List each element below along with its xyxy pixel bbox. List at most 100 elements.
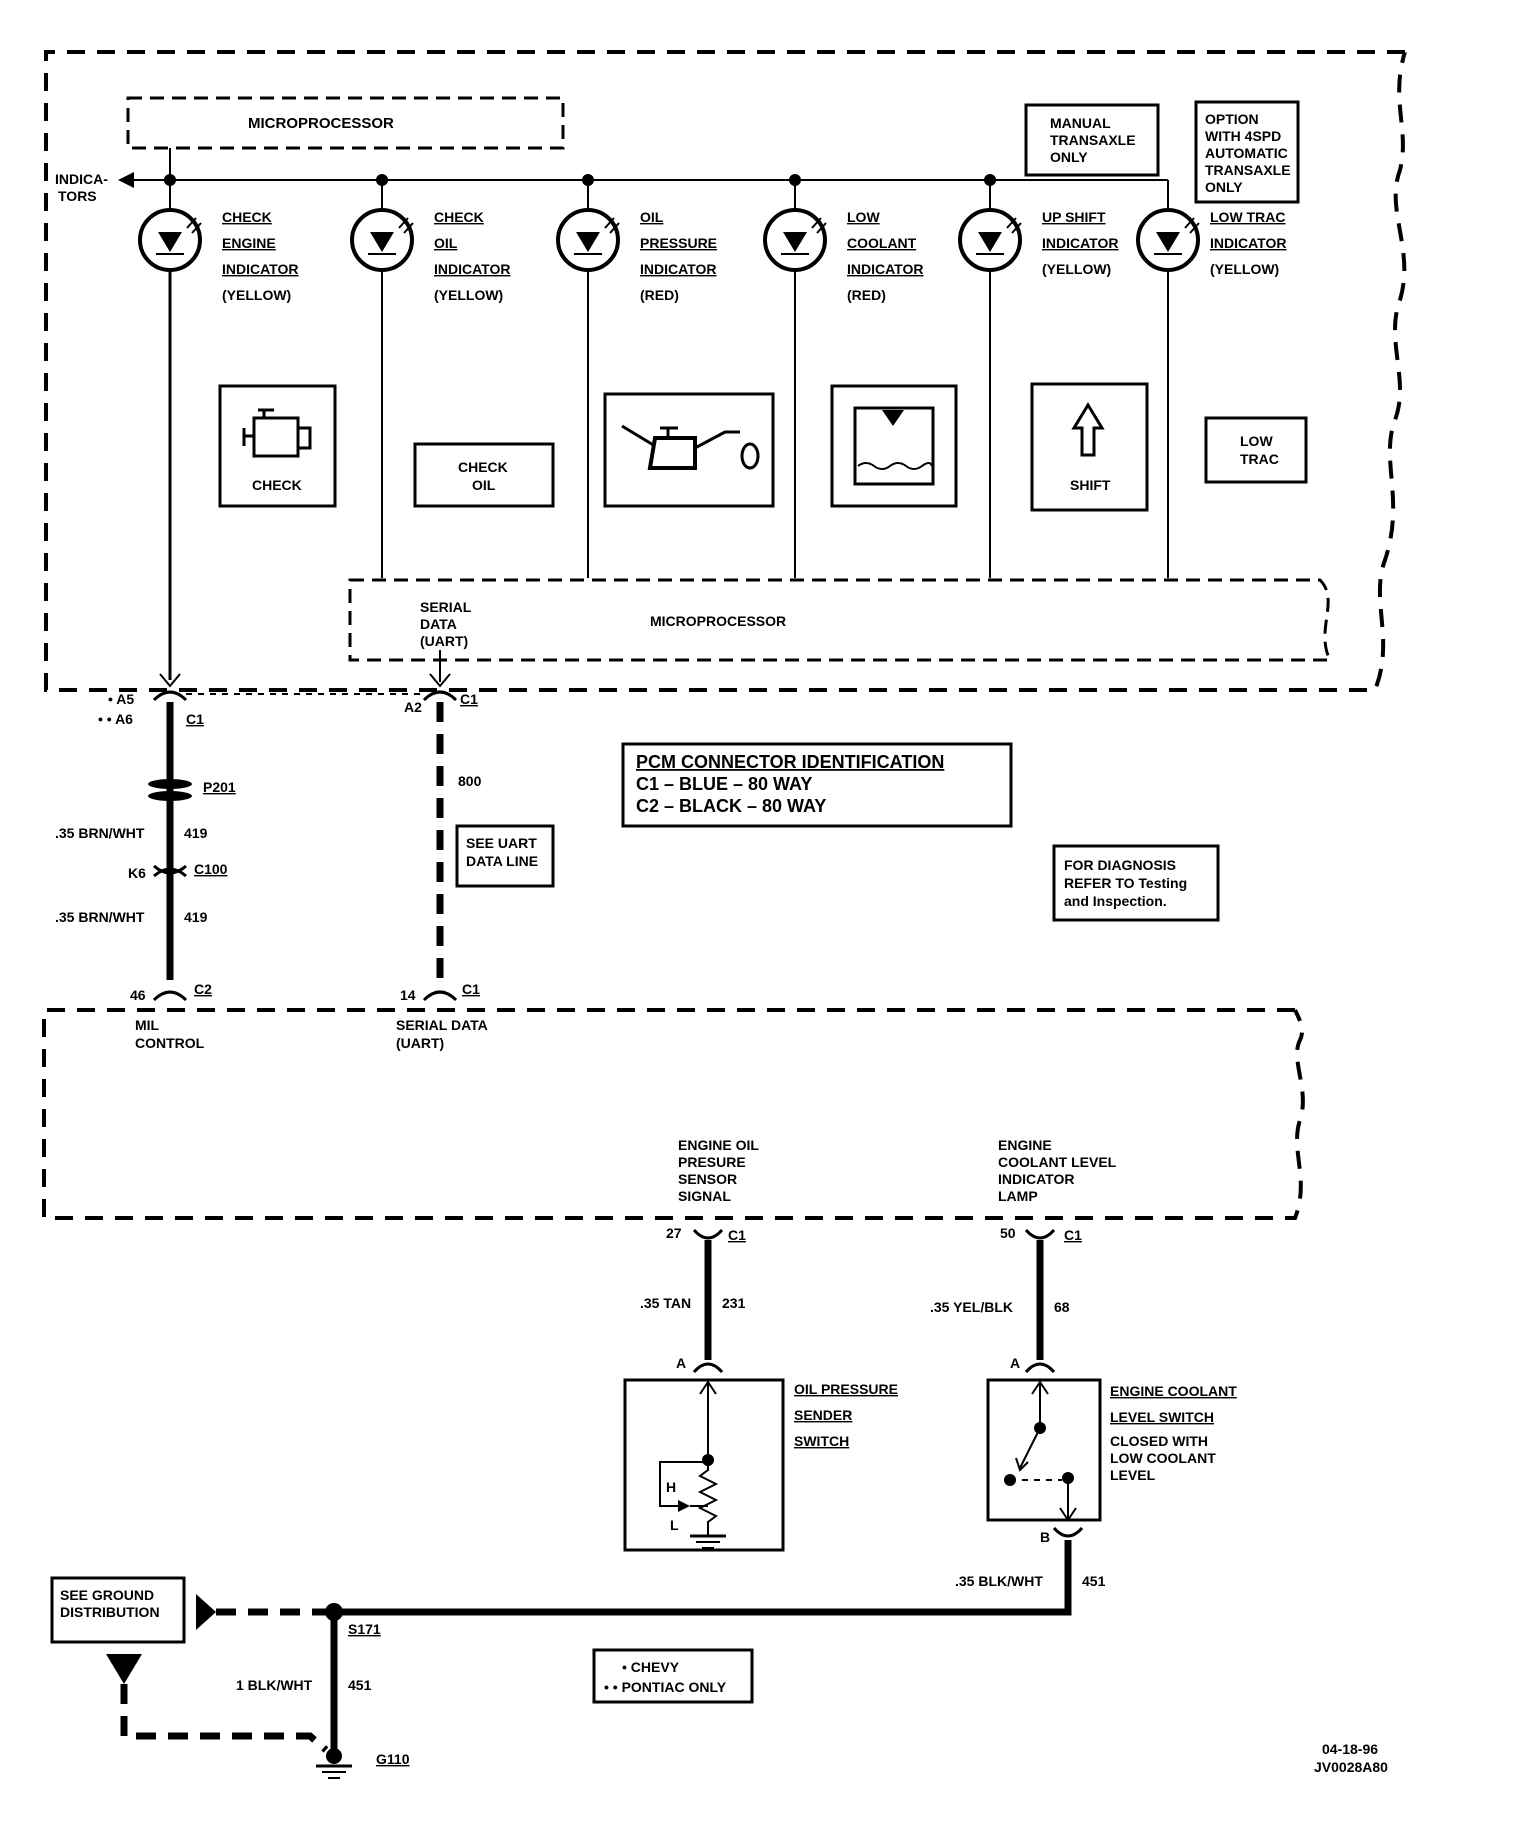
- svg-text:451: 451: [348, 1677, 372, 1693]
- svg-text:50: 50: [1000, 1225, 1016, 1241]
- svg-text:SEE GROUND DISTRIBUTION: SEE GROUND DISTRIBUTION: [60, 1587, 160, 1620]
- svg-text:419: 419: [184, 825, 208, 841]
- svg-text:OIL: OIL: [640, 209, 664, 225]
- svg-text:C2: C2: [194, 981, 212, 997]
- svg-text:K6: K6: [128, 865, 146, 881]
- serial-data-uart-label: SERIAL DATA (UART): [420, 599, 475, 649]
- svg-text:LOW TRAC: LOW TRAC: [1210, 209, 1285, 225]
- svg-text:LEVEL SWITCH: LEVEL SWITCH: [1110, 1409, 1214, 1425]
- svg-text:27: 27: [666, 1225, 682, 1241]
- svg-text:COOLANT: COOLANT: [847, 235, 917, 251]
- svg-text:A: A: [1010, 1355, 1020, 1371]
- svg-text:(RED): (RED): [847, 287, 886, 303]
- see-uart-note: [455, 824, 555, 888]
- svg-text:.35 YEL/BLK: .35 YEL/BLK: [930, 1299, 1013, 1315]
- low-trac-symbol: LOW TRAC: [1204, 416, 1308, 484]
- svg-text:INDICATOR: INDICATOR: [434, 261, 510, 277]
- see-ground-distribution-note: [50, 1576, 186, 1644]
- check-engine-symbol: CHECK: [218, 384, 337, 508]
- svg-text:C1: C1: [728, 1227, 746, 1243]
- svg-text:CHECK: CHECK: [458, 459, 508, 475]
- svg-text:CHECK: CHECK: [434, 209, 484, 225]
- svg-text:LOW COOLANT: LOW COOLANT: [1110, 1450, 1216, 1466]
- svg-text:TRAC: TRAC: [1240, 451, 1279, 467]
- pcm-boundary: [42, 1008, 1305, 1220]
- svg-text:MANUAL TRANSAXLE ONLY: MANUAL TRANSAXLE ONLY: [1050, 115, 1139, 165]
- svg-text:G110: G110: [376, 1751, 410, 1767]
- svg-text:INDICATOR: INDICATOR: [847, 261, 923, 277]
- oil-pressure-sender-switch: H L: [623, 1378, 785, 1552]
- svg-text:C1: C1: [460, 691, 478, 707]
- lamp-oil-pressure: OIL PRESSURE INDICATOR (RED): [556, 180, 717, 578]
- svg-text:451: 451: [1082, 1573, 1106, 1589]
- svg-text:CHECK: CHECK: [222, 209, 272, 225]
- svg-text:.35 BLK/WHT: .35 BLK/WHT: [955, 1573, 1043, 1589]
- svg-text:• A5: • A5: [108, 691, 134, 707]
- svg-text:A: A: [676, 1355, 686, 1371]
- svg-text:S171: S171: [348, 1621, 381, 1637]
- svg-text:(RED): (RED): [640, 287, 679, 303]
- svg-text:C1 – BLUE – 80 WAY: C1 – BLUE – 80 WAY: [636, 774, 812, 794]
- svg-text:LEVEL: LEVEL: [1110, 1467, 1156, 1483]
- svg-text:SHIFT: SHIFT: [1070, 477, 1111, 493]
- svg-text:OIL: OIL: [472, 477, 496, 493]
- svg-text:OIL PRESSURE: OIL PRESSURE: [794, 1381, 898, 1397]
- svg-text:L: L: [670, 1517, 679, 1533]
- svg-text:SENDER: SENDER: [794, 1407, 852, 1423]
- svg-text:(YELLOW): (YELLOW): [1042, 261, 1111, 277]
- svg-text:INDICATOR: INDICATOR: [1210, 235, 1286, 251]
- up-arrow-icon: [1071, 402, 1105, 457]
- p201-connector: [148, 779, 192, 801]
- microprocessor-bottom-box: [348, 578, 1333, 662]
- svg-text:OPTION WITH 4SPD AUTOM: OPTION WITH 4SPD AUTOMATIC TRANSAXLE ONL…: [1205, 111, 1294, 195]
- svg-text:CHECK: CHECK: [252, 477, 302, 493]
- svg-text:• CHEVY • • PONTIAC ONLY: • CHEVY • • PONTIAC ONLY: [604, 1659, 727, 1695]
- coolant-symbol: [830, 384, 958, 508]
- legend-box: [592, 1648, 754, 1704]
- svg-text:CLOSED WITH: CLOSED WITH: [1110, 1433, 1208, 1449]
- lamp-check-oil: CHECK OIL INDICATOR (YELLOW): [350, 180, 510, 578]
- svg-text:UP SHIFT: UP SHIFT: [1042, 209, 1106, 225]
- coolant-level-icon: [853, 406, 935, 486]
- svg-text:LOW: LOW: [847, 209, 880, 225]
- svg-text:ENGINE: ENGINE: [222, 235, 276, 251]
- option-4spd-note: [1194, 100, 1300, 204]
- oil-can-icon: [621, 424, 760, 470]
- svg-text:• • A6: • • A6: [98, 711, 133, 727]
- svg-text:(YELLOW): (YELLOW): [434, 287, 503, 303]
- check-oil-symbol: CHECK OIL: [413, 442, 555, 508]
- svg-text:231: 231: [722, 1295, 746, 1311]
- svg-text:MIL CONTROL: MIL CONTROL: [135, 1017, 205, 1051]
- document-code: 04-18-96 JV0028A80: [1314, 1741, 1388, 1775]
- svg-text:H: H: [666, 1479, 676, 1495]
- svg-text:.35 BRN/WHT: .35 BRN/WHT: [55, 909, 145, 925]
- svg-text:P201: P201: [203, 779, 236, 795]
- g110-ground: [316, 1748, 352, 1779]
- svg-text:ENGINE COOLANT: ENGINE COOLANT: [1110, 1383, 1237, 1399]
- pcm-connector-identification: PCM CONNECTOR IDENTIFICATION C1 – BLUE –…: [621, 742, 1013, 828]
- indicators-arrow: [118, 172, 134, 188]
- svg-text:.35 BRN/WHT: .35 BRN/WHT: [55, 825, 145, 841]
- svg-text:C1: C1: [462, 981, 480, 997]
- svg-text:C100: C100: [194, 861, 228, 877]
- svg-text:INDICATOR: INDICATOR: [640, 261, 716, 277]
- svg-text:C1: C1: [1064, 1227, 1082, 1243]
- svg-text:(YELLOW): (YELLOW): [1210, 261, 1279, 277]
- cluster-boundary: [44, 50, 1407, 692]
- svg-text:(YELLOW): (YELLOW): [222, 287, 291, 303]
- lamp-low-coolant: LOW COOLANT INDICATOR (RED): [763, 180, 923, 578]
- svg-text:INDICATOR: INDICATOR: [222, 261, 298, 277]
- shift-symbol: SHIFT: [1030, 382, 1149, 512]
- svg-text:B: B: [1040, 1529, 1050, 1545]
- svg-text:FOR DIAGNOSIS REFER TO Tes: FOR DIAGNOSIS REFER TO Testing and Inspe…: [1064, 857, 1191, 909]
- svg-text:C2 – BLACK – 80 WAY: C2 – BLACK – 80 WAY: [636, 796, 826, 816]
- svg-text:419: 419: [184, 909, 208, 925]
- svg-text:46: 46: [130, 987, 146, 1003]
- svg-text:OIL: OIL: [434, 235, 458, 251]
- svg-text:ENGINE COOLANT LEVEL I: ENGINE COOLANT LEVEL INDICATOR LAMP: [998, 1137, 1120, 1204]
- svg-text:1 BLK/WHT: 1 BLK/WHT: [236, 1677, 313, 1693]
- svg-text:68: 68: [1054, 1299, 1070, 1315]
- svg-text:A2: A2: [404, 699, 422, 715]
- engine-icon: [242, 408, 312, 458]
- svg-text:PCM CONNECTOR IDENTIFICATION: PCM CONNECTOR IDENTIFICATION: [636, 752, 944, 772]
